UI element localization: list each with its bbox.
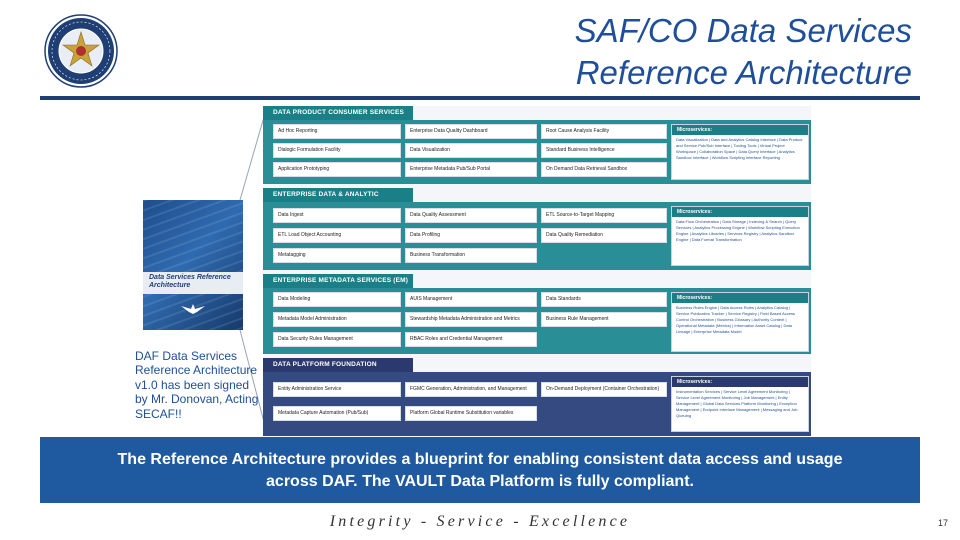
service-cell: Metadata Capture Automation (Pub/Sub) xyxy=(273,406,401,421)
page-title: SAF/CO Data Services Reference Architect… xyxy=(575,10,912,94)
section-enterprise-data-analytic: ENTERPRISE DATA & ANALYTIC SERVICES Data… xyxy=(263,188,811,270)
section-body: Data Modeling AUIS Management Data Stand… xyxy=(263,288,811,354)
saf-seal-logo xyxy=(44,14,118,88)
service-cell: Enterprise Data Quality Dashboard xyxy=(405,124,537,139)
service-cell: Enterprise Metadata Pub/Sub Portal xyxy=(405,162,537,177)
page-number: 17 xyxy=(937,518,948,528)
service-cell: Stewardship Metadata Administration and … xyxy=(405,312,537,327)
microservices-panel: Microservices: Data Flow Orchestration |… xyxy=(671,206,809,266)
service-cell: Dialogic Formulation Facility xyxy=(273,143,401,158)
service-cell: AUIS Management xyxy=(405,292,537,307)
service-cell: Data Profiling xyxy=(405,228,537,243)
section-body: Data Ingest Data Quality Assessment ETL … xyxy=(263,202,811,270)
service-cell: Metadata Model Administration xyxy=(273,312,401,327)
cover-caption: DAF Data Services Reference Architecture… xyxy=(135,349,259,421)
section-data-product-consumer: DATA PRODUCT CONSUMER SERVICES Ad Hoc Re… xyxy=(263,106,811,184)
service-cell: Data Visualization xyxy=(405,143,537,158)
section-data-platform-foundation: DATA PLATFORM FOUNDATION SERVICES Entity… xyxy=(263,358,811,436)
section-header: DATA PLATFORM FOUNDATION SERVICES xyxy=(263,358,413,382)
section-header: DATA PRODUCT CONSUMER SERVICES xyxy=(263,106,413,120)
microservices-panel: Microservices: Business Rules Engine | D… xyxy=(671,292,809,352)
microservices-list: Instrumentation Services | Service Level… xyxy=(676,389,798,418)
service-cell: Data Standards xyxy=(541,292,667,307)
microservices-label: Microservices: xyxy=(672,125,808,135)
microservices-list: Data Visualization | Data and Analytics … xyxy=(676,137,803,160)
callout-connector xyxy=(239,109,267,431)
service-cell: Data Ingest xyxy=(273,208,401,223)
footer-motto: Integrity - Service - Excellence xyxy=(329,513,631,530)
microservices-label: Microservices: xyxy=(672,293,808,303)
section-enterprise-metadata: ENTERPRISE METADATA SERVICES (EM) Data M… xyxy=(263,274,811,354)
section-header: ENTERPRISE METADATA SERVICES (EM) xyxy=(263,274,413,288)
service-cell: Application Prototyping xyxy=(273,162,401,177)
service-cell: Data Quality Remediation xyxy=(541,228,667,243)
service-cell: Platform Global Runtime Substitution var… xyxy=(405,406,537,421)
microservices-panel: Microservices: Data Visualization | Data… xyxy=(671,124,809,180)
microservices-list: Data Flow Orchestration | Data Storage |… xyxy=(676,219,800,242)
service-cell: Business Transformation xyxy=(405,248,537,263)
service-cell: ETL Source-to-Target Mapping xyxy=(541,208,667,223)
section-header: ENTERPRISE DATA & ANALYTIC SERVICES xyxy=(263,188,413,212)
section-body: Ad Hoc Reporting Enterprise Data Quality… xyxy=(263,120,811,184)
service-cell: Metatagging xyxy=(273,248,401,263)
cover-title-band xyxy=(143,272,243,294)
service-cell: Root Cause Analysis Facility xyxy=(541,124,667,139)
service-cell: Data Modeling xyxy=(273,292,401,307)
service-cell: On Demand Data Retrieval Sandbox xyxy=(541,162,667,177)
cover-title: Data Services Reference Architecture xyxy=(149,274,231,289)
service-cell: Ad Hoc Reporting xyxy=(273,124,401,139)
microservices-label: Microservices: xyxy=(672,207,808,217)
service-cell: Data Security Rules Management xyxy=(273,332,401,347)
service-cell: Business Rule Management xyxy=(541,312,667,327)
section-body: Entity Administration Service FGMC Gener… xyxy=(263,372,811,436)
microservices-list: Business Rules Engine | Data Access Rule… xyxy=(676,305,796,334)
service-cell: Standard Business Intelligence xyxy=(541,143,667,158)
title-line-1: SAF/CO Data Services xyxy=(574,12,912,49)
banner-line-2: across DAF. The VAULT Data Platform is f… xyxy=(266,473,694,490)
service-cell: On-Demand Deployment (Container Orchestr… xyxy=(541,382,667,397)
microservices-label: Microservices: xyxy=(672,377,808,387)
air-force-wings-icon xyxy=(181,304,205,314)
title-line-2: Reference Architecture xyxy=(575,54,912,91)
service-cell: ETL Load Object Accounting xyxy=(273,228,401,243)
banner-line-1: The Reference Architecture provides a bl… xyxy=(117,451,843,468)
summary-banner: The Reference Architecture provides a bl… xyxy=(40,437,920,503)
document-cover-thumbnail: Data Services Reference Architecture xyxy=(143,200,243,330)
service-cell: Data Quality Assessment xyxy=(405,208,537,223)
header-divider xyxy=(40,96,920,100)
architecture-diagram: DATA PRODUCT CONSUMER SERVICES Ad Hoc Re… xyxy=(263,106,811,436)
service-cell: Entity Administration Service xyxy=(273,382,401,397)
microservices-panel: Microservices: Instrumentation Services … xyxy=(671,376,809,432)
service-cell: FGMC Generation, Administration, and Man… xyxy=(405,382,537,397)
service-cell: RBAC Roles and Credential Management xyxy=(405,332,537,347)
